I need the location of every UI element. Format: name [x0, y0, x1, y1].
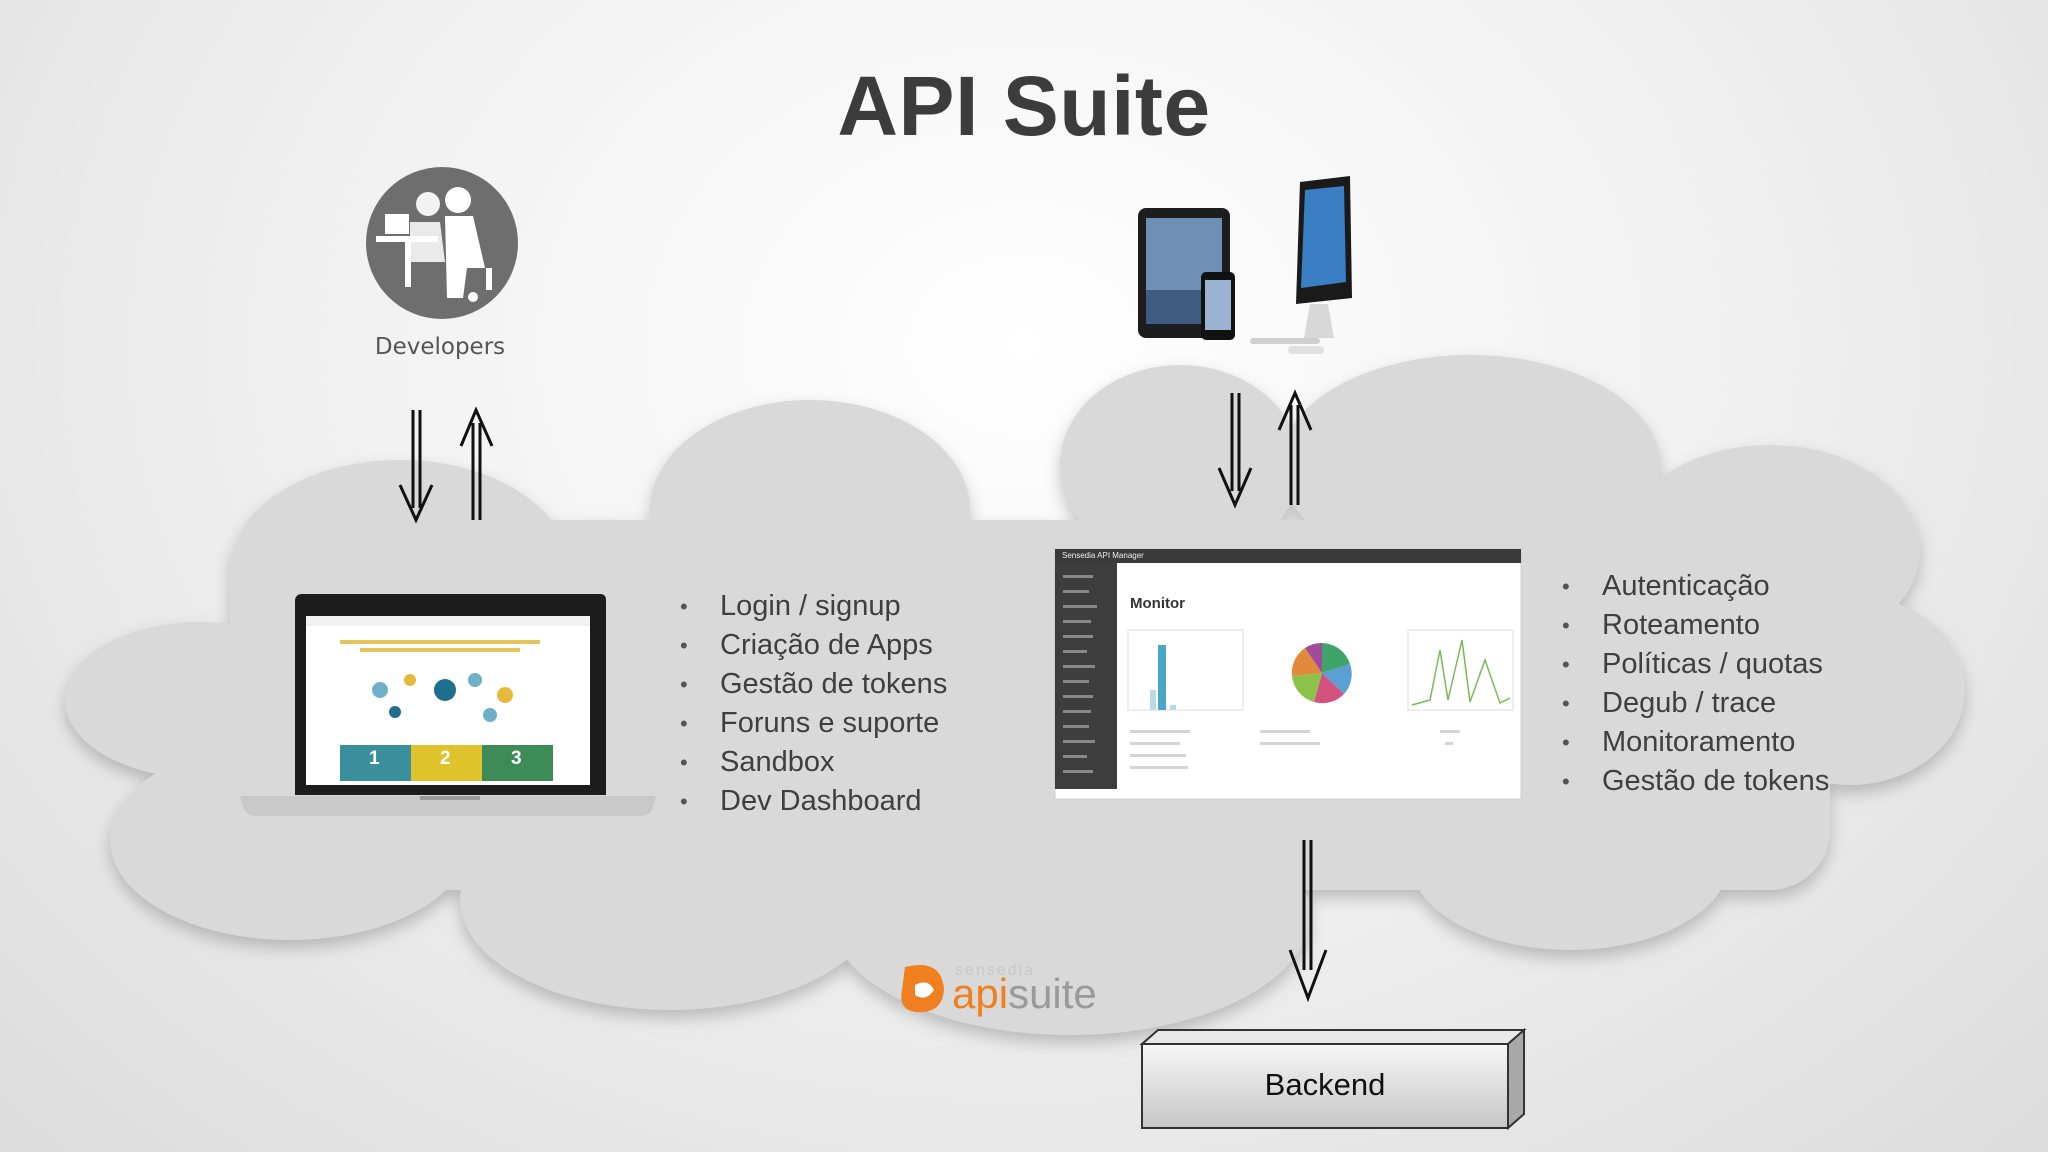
page-title: API Suite	[837, 59, 1211, 153]
list-item: Roteamento	[1562, 606, 1829, 645]
monitor-app-name: Sensedia API Manager	[1062, 551, 1144, 560]
sensedia-logo	[901, 965, 944, 1013]
list-item: Gestão de tokens	[1562, 762, 1829, 801]
developer-portal-feature-list: Login / signup Criação de Apps Gestão de…	[680, 587, 947, 821]
list-item: Gestão de tokens	[680, 665, 947, 704]
list-item: Sandbox	[680, 743, 947, 782]
logo-brand-text: sensedia	[955, 962, 1036, 979]
laptop-step-2: 2	[440, 748, 451, 769]
monitor-heading: Monitor	[1130, 595, 1185, 612]
arrows	[398, 389, 1328, 1003]
laptop-step-3: 3	[511, 748, 522, 769]
laptop-screenshot	[240, 594, 656, 816]
list-item: Degub / trace	[1562, 684, 1829, 723]
backend-box	[1139, 1027, 1527, 1131]
list-item: Foruns e suporte	[680, 704, 947, 743]
arrow-down-devices	[1217, 393, 1253, 509]
arrow-up-devices	[1277, 389, 1313, 505]
laptop-step-1: 1	[369, 748, 380, 769]
arrow-down-backend	[1288, 840, 1328, 1003]
developers-label: Developers	[374, 334, 506, 360]
arrow-down-developers	[398, 410, 434, 524]
logo-product-text: apisuite	[952, 970, 1097, 1018]
gateway-feature-list: Autenticação Roteamento Políticas / quot…	[1562, 567, 1829, 801]
list-item: Login / signup	[680, 587, 947, 626]
arrow-up-developers	[459, 406, 494, 520]
logo-product-api: api	[952, 970, 1009, 1017]
list-item: Autenticação	[1562, 567, 1829, 606]
list-item: Monitoramento	[1562, 723, 1829, 762]
monitor-dashboard-screenshot	[1054, 548, 1522, 800]
backend-label: Backend	[1264, 1067, 1386, 1102]
list-item: Criação de Apps	[680, 626, 947, 665]
list-item: Políticas / quotas	[1562, 645, 1829, 684]
devices-icon	[1138, 176, 1352, 354]
developers-icon	[366, 167, 518, 319]
logo-product-suite: suite	[1008, 970, 1097, 1017]
pie-chart	[1291, 642, 1352, 704]
list-item: Dev Dashboard	[680, 782, 947, 821]
